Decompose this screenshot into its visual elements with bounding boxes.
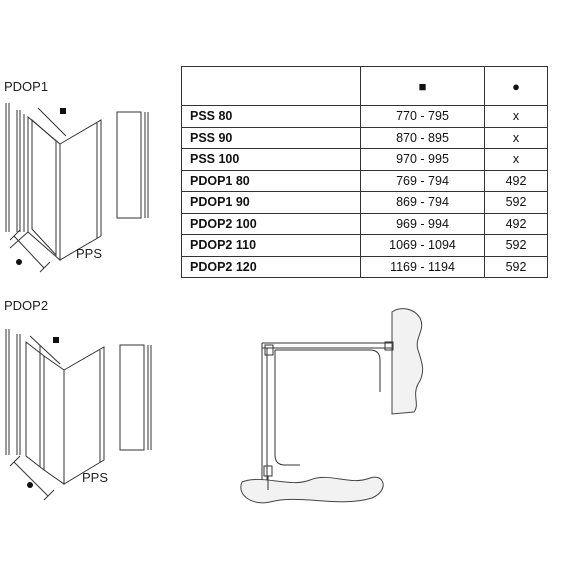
table-row: PDOP2 120 1169 - 1194 592	[181, 255, 548, 278]
cell-width: 492	[484, 212, 548, 235]
table-row: PDOP2 110 1069 - 1094 592	[181, 234, 548, 257]
table-row: PDOP2 100 969 - 994 492	[181, 212, 548, 235]
cell-range: 870 - 895	[360, 126, 485, 149]
cell-width: 592	[484, 255, 548, 278]
table-row: PDOP1 80 769 - 794 492	[181, 169, 548, 192]
cell-width: 592	[484, 234, 548, 257]
header-square: ■	[360, 66, 485, 106]
cell-width: x	[484, 148, 548, 171]
square-marker-pdop1	[60, 108, 66, 114]
pdop2-label: PDOP2	[4, 298, 49, 313]
cell-model: PDOP1 90	[181, 191, 361, 214]
cell-model: PDOP2 120	[181, 255, 361, 278]
pdop2-drawing	[5, 329, 152, 501]
cell-model: PSS 90	[181, 126, 361, 149]
cell-range: 1069 - 1094	[360, 234, 485, 257]
table-row: PSS 80 770 - 795 x	[181, 105, 548, 128]
cell-model: PDOP1 80	[181, 169, 361, 192]
square-marker-pdop2	[53, 337, 59, 343]
cell-range: 1169 - 1194	[360, 255, 485, 278]
cell-width: x	[484, 126, 548, 149]
cell-range: 770 - 795	[360, 105, 485, 128]
cell-width: 492	[484, 169, 548, 192]
table-row: PDOP1 90 869 - 794 592	[181, 191, 548, 214]
cell-range: 970 - 995	[360, 148, 485, 171]
cell-model: PSS 100	[181, 148, 361, 171]
plan-view-drawing	[240, 308, 424, 504]
table-row: PSS 90 870 - 895 x	[181, 126, 548, 149]
pps-label-bottom: PPS	[82, 470, 109, 485]
cell-range: 769 - 794	[360, 169, 485, 192]
table-header-row: ■ ●	[181, 66, 548, 106]
pdop1-drawing	[5, 103, 149, 273]
cell-model: PDOP2 110	[181, 234, 361, 257]
cell-range: 969 - 994	[360, 212, 485, 235]
pdop1-label: PDOP1	[4, 79, 49, 94]
header-model	[181, 66, 361, 106]
table-row: PSS 100 970 - 995 x	[181, 148, 548, 171]
header-dot: ●	[484, 66, 548, 106]
dot-marker-pdop2	[27, 482, 33, 488]
cell-model: PDOP2 100	[181, 212, 361, 235]
cell-model: PSS 80	[181, 105, 361, 128]
cell-width: x	[484, 105, 548, 128]
cell-range: 869 - 794	[360, 191, 485, 214]
pps-label-top: PPS	[76, 246, 103, 261]
dot-marker-pdop1	[16, 259, 22, 265]
dimensions-table: ■ ● PSS 80 770 - 795 x PSS 90 870 - 895 …	[181, 66, 548, 278]
cell-width: 592	[484, 191, 548, 214]
